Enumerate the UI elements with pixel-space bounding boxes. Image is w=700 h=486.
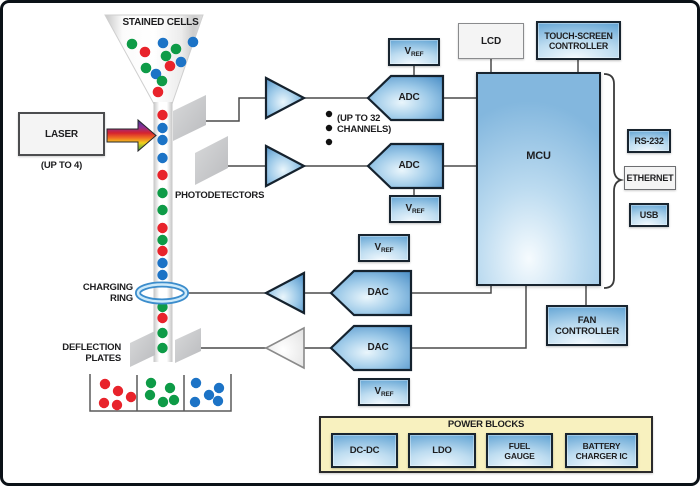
vref-box-2: VREF — [389, 195, 441, 223]
adc-2-label: ADC — [398, 160, 420, 171]
mcu-label: MCU — [526, 150, 551, 162]
dac-2-shape — [329, 324, 413, 372]
ldo-label: LDO — [432, 445, 452, 456]
channel-ellipsis-dots — [325, 110, 333, 146]
photodetector-plate-bottom — [195, 136, 228, 185]
ethernet-label: ETHERNET — [626, 173, 674, 183]
adc-1-label: ADC — [398, 92, 420, 103]
laser-box: LASER — [18, 112, 105, 156]
laser-label: LASER — [45, 128, 78, 140]
rs232-box: RS-232 — [627, 129, 671, 153]
lcd-box: LCD — [458, 23, 524, 59]
deflection-plates-label: DEFLECTION PLATES — [62, 342, 121, 364]
vref-label: VREF — [404, 46, 424, 58]
wires — [187, 59, 587, 349]
power-block-fuel-gauge: FUEL GAUGE — [486, 433, 553, 468]
power-block-battery-charger: BATTERY CHARGER IC — [565, 433, 638, 468]
laser-beam-arrow — [106, 118, 157, 153]
channels-note: (UP TO 32 CHANNELS) — [337, 113, 392, 135]
usb-box: USB — [629, 203, 669, 227]
vref-box-4: VREF — [358, 378, 410, 406]
collection-tubes — [89, 374, 232, 412]
fan-controller-box: FAN CONTROLLER — [546, 305, 628, 346]
stained-cells-label: STAINED CELLS — [122, 17, 199, 28]
amplifier-3 — [263, 271, 306, 315]
rs232-label: RS-232 — [634, 136, 664, 146]
usb-label: USB — [639, 210, 659, 220]
mcu-box: MCU — [476, 72, 601, 286]
brace — [603, 73, 625, 289]
touch-screen-controller-label: TOUCH-SCREEN CONTROLLER — [544, 30, 613, 51]
deflection-plate-left — [130, 331, 155, 367]
power-block-ldo: LDO — [408, 433, 476, 468]
touch-screen-controller-box: TOUCH-SCREEN CONTROLLER — [536, 21, 621, 60]
dac-1-label: DAC — [367, 287, 389, 298]
vref-box-3: VREF — [358, 234, 410, 262]
tube-dots — [98, 377, 225, 411]
lcd-label: LCD — [481, 35, 501, 47]
vref-box-1: VREF — [388, 38, 440, 66]
charging-ring-label: CHARGING RING — [82, 282, 133, 304]
adc-1-shape — [366, 74, 445, 122]
laser-count-note: (UP TO 4) — [40, 160, 83, 171]
photodetector-plate-top — [173, 95, 206, 141]
diagram-canvas — [89, 14, 625, 412]
vref-label: VREF — [374, 242, 394, 254]
fuel-gauge-label: FUEL GAUGE — [504, 440, 535, 461]
amplifier-4 — [264, 326, 305, 370]
dac-2-label: DAC — [367, 342, 389, 353]
charging-ring — [135, 281, 189, 305]
amplifier-2 — [264, 144, 307, 188]
amplifier-1 — [264, 76, 307, 120]
deflection-plate-right — [175, 328, 201, 363]
fan-controller-label: FAN CONTROLLER — [555, 314, 619, 337]
vref-label: VREF — [374, 386, 394, 398]
photodetectors-label: PHOTODETECTORS — [175, 190, 265, 201]
vref-label: VREF — [405, 203, 425, 215]
adc-2-shape — [366, 142, 445, 190]
power-blocks-title: POWER BLOCKS — [447, 419, 525, 430]
battery-charger-label: BATTERY CHARGER IC — [575, 440, 628, 461]
stained-cells-dots — [126, 36, 199, 98]
ethernet-box: ETHERNET — [624, 166, 676, 190]
dac-1-shape — [329, 269, 413, 317]
dcdc-label: DC-DC — [349, 445, 380, 456]
power-block-dcdc: DC-DC — [331, 433, 398, 468]
